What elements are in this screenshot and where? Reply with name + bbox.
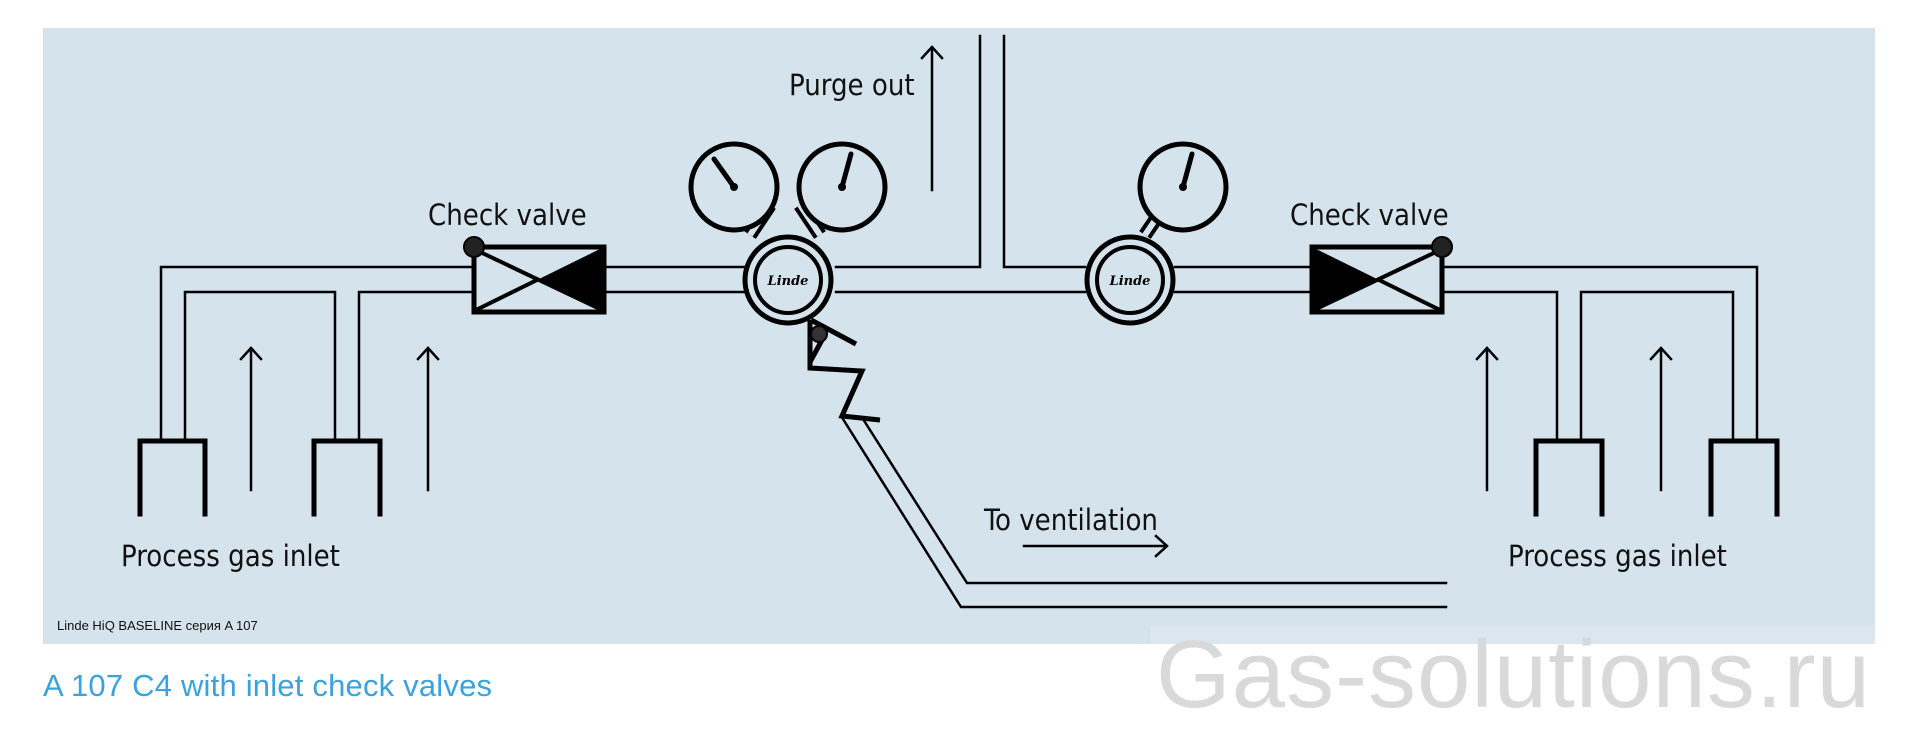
ventilation-arrow [1022,534,1169,558]
left-inlet-piping [159,265,474,443]
right-check-valve [1309,236,1453,315]
arrow-head [1475,346,1499,361]
right-inlet-arrows [1475,346,1673,492]
arrow-head [239,346,263,361]
inlet-connector [311,438,383,517]
series-label: Linde HiQ BASELINE серия A 107 [57,618,258,633]
relief-spring-icon [810,325,828,343]
right-regulator: Linde [1084,141,1229,326]
watermark-text: Gas-solutions.ru [1156,621,1871,728]
relief-valve [807,317,881,423]
inlet-connector [1708,438,1780,517]
process-gas-inlet-label-right: Process gas inlet [1508,539,1727,573]
diagram-panel [43,28,1875,644]
left-check-valve [463,236,607,315]
arrow-head [416,346,440,361]
to-ventilation-label: To ventilation [983,503,1158,537]
right-inlet-piping [1442,265,1759,443]
inlet-connector [1533,438,1605,517]
arrow-head [1649,346,1673,361]
inlet-connector [137,438,208,517]
right-inlet-connectors [1533,438,1780,517]
left-inlet-connectors [137,438,383,517]
check-valve-label-right: Check valve [1290,198,1449,232]
purge-out-arrow [920,45,944,192]
linde-logo: Linde [1109,274,1151,289]
process-gas-inlet-label-left: Process gas inlet [121,539,340,573]
left-inlet-arrows [239,346,440,492]
purge-out-label: Purge out [789,68,915,102]
valve-spring-icon [463,236,485,258]
left-regulator: Linde [688,141,888,423]
linde-logo: Linde [767,274,809,289]
valve-spring-icon [1431,236,1453,258]
watermark: Gas-solutions.ru [1150,621,1914,730]
diagram-caption: A 107 C4 with inlet check valves [43,668,493,703]
watermark-band [1150,626,1875,644]
ventilation-piping [841,417,1448,609]
check-valve-label-left: Check valve [428,198,587,232]
